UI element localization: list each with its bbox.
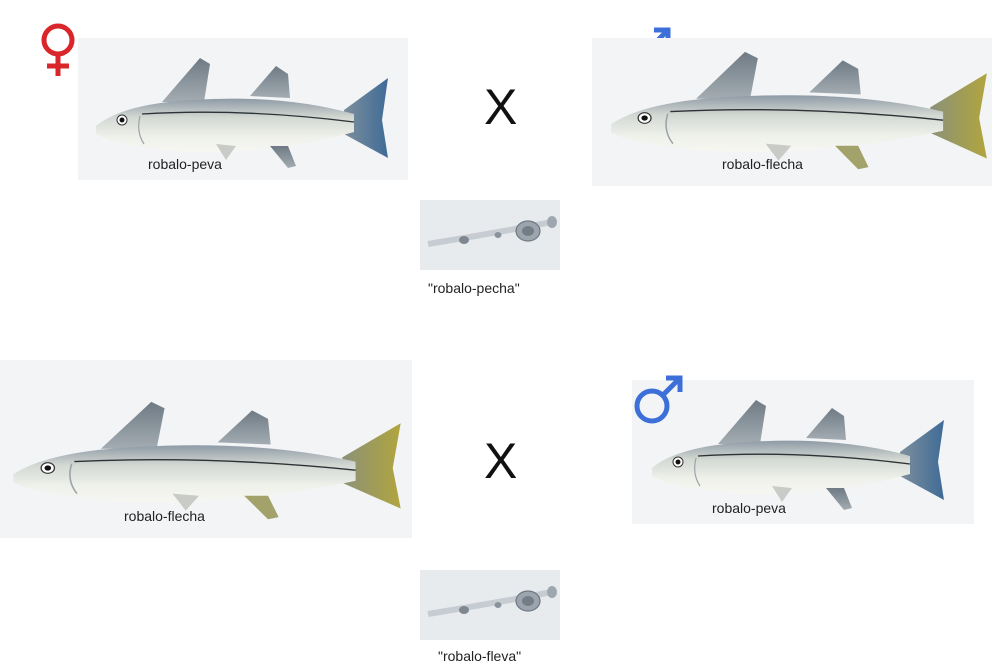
female-fish-label: robalo-flecha bbox=[124, 508, 205, 524]
cross-symbol: X bbox=[484, 436, 517, 486]
hybrid-label: "robalo-fleva" bbox=[438, 648, 521, 664]
fish-image-male bbox=[648, 372, 948, 522]
female-fish-label: robalo-peva bbox=[148, 156, 222, 172]
female-symbol-icon bbox=[36, 22, 82, 82]
hybrid-label: "robalo-pecha" bbox=[428, 280, 520, 296]
male-fish-label: robalo-flecha bbox=[722, 156, 803, 172]
male-fish-label: robalo-peva bbox=[712, 500, 786, 516]
cross-symbol: X bbox=[484, 82, 517, 132]
fish-image-female bbox=[8, 372, 406, 532]
fish-image-female bbox=[92, 30, 392, 180]
hybrid-larva-image bbox=[420, 200, 560, 270]
hybrid-larva-image bbox=[420, 570, 560, 640]
